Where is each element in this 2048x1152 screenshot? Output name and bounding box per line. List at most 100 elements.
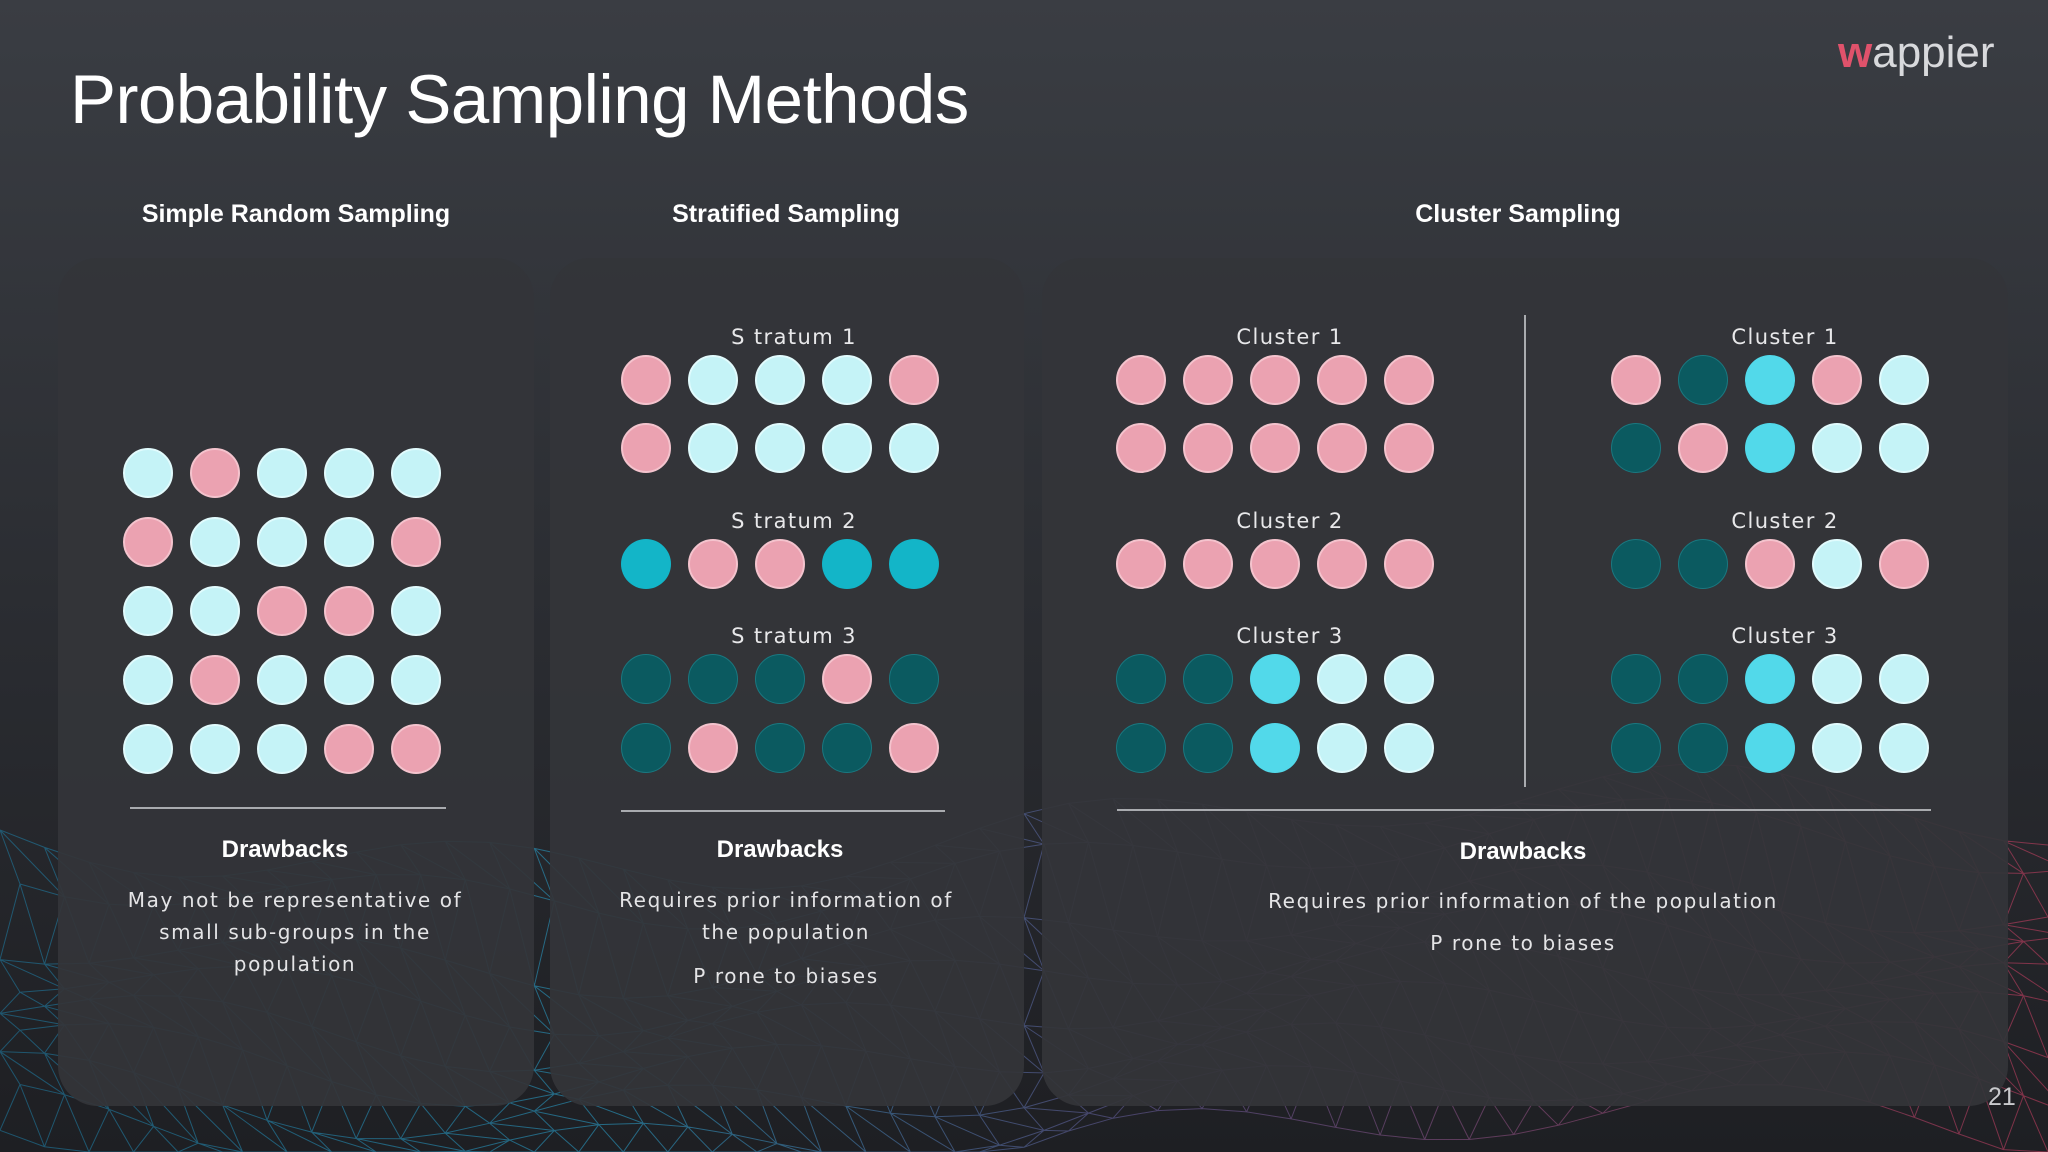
dark-teal-dot xyxy=(1611,654,1661,704)
light-cyan-dot xyxy=(391,586,441,636)
pink-dot xyxy=(755,539,805,589)
pink-dot xyxy=(1317,355,1367,405)
pink-dot xyxy=(688,539,738,589)
pink-dot xyxy=(1745,539,1795,589)
light-cyan-dot xyxy=(1812,654,1862,704)
pink-dot xyxy=(889,355,939,405)
light-cyan-dot xyxy=(1812,423,1862,473)
light-cyan-dot xyxy=(889,423,939,473)
light-cyan-dot xyxy=(1317,723,1367,773)
dark-teal-dot xyxy=(889,654,939,704)
light-cyan-dot xyxy=(1879,723,1929,773)
pink-dot xyxy=(889,723,939,773)
bright-cyan-dot xyxy=(1250,723,1300,773)
light-cyan-dot xyxy=(257,448,307,498)
drawbacks-title: Drawbacks xyxy=(716,836,844,863)
pink-dot xyxy=(688,723,738,773)
dark-teal-dot xyxy=(1183,654,1233,704)
pink-dot xyxy=(1250,423,1300,473)
drawbacks-title: Drawbacks xyxy=(1459,838,1587,865)
pink-dot xyxy=(1116,423,1166,473)
light-cyan-dot xyxy=(257,655,307,705)
light-cyan-dot xyxy=(822,355,872,405)
light-cyan-dot xyxy=(324,517,374,567)
group-label: Cluster 3 xyxy=(1236,624,1344,648)
pink-dot xyxy=(324,586,374,636)
light-cyan-dot xyxy=(755,355,805,405)
drawback-text: Requires prior information of the popula… xyxy=(619,888,953,944)
light-cyan-dot xyxy=(1317,654,1367,704)
light-cyan-dot xyxy=(190,517,240,567)
light-cyan-dot xyxy=(1812,539,1862,589)
divider xyxy=(130,807,446,809)
pink-dot xyxy=(1317,423,1367,473)
pink-dot xyxy=(1678,423,1728,473)
pink-dot xyxy=(1384,423,1434,473)
dark-teal-dot xyxy=(621,654,671,704)
light-cyan-dot xyxy=(1879,423,1929,473)
group-label: S tratum 2 xyxy=(731,509,857,533)
dark-teal-dot xyxy=(1116,654,1166,704)
pink-dot xyxy=(1384,539,1434,589)
pink-dot xyxy=(1250,355,1300,405)
light-cyan-dot xyxy=(391,448,441,498)
dark-teal-dot xyxy=(1678,355,1728,405)
wappier-logo: wappier xyxy=(1838,28,1995,77)
light-cyan-dot xyxy=(1879,654,1929,704)
pink-dot xyxy=(1116,539,1166,589)
pink-dot xyxy=(1812,355,1862,405)
divider xyxy=(621,810,945,812)
pink-dot xyxy=(1879,539,1929,589)
light-cyan-dot xyxy=(324,655,374,705)
heading-cluster: Cluster Sampling xyxy=(1415,200,1621,228)
pink-dot xyxy=(123,517,173,567)
heading-simple-random: Simple Random Sampling xyxy=(141,200,451,228)
pink-dot xyxy=(1183,423,1233,473)
light-cyan-dot xyxy=(1812,723,1862,773)
light-cyan-dot xyxy=(257,517,307,567)
pink-dot xyxy=(1317,539,1367,589)
pink-dot xyxy=(1116,355,1166,405)
dark-teal-dot xyxy=(621,723,671,773)
pink-dot xyxy=(1384,355,1434,405)
light-cyan-dot xyxy=(257,724,307,774)
page-number: 21 xyxy=(1988,1083,2016,1111)
heading-stratified: Stratified Sampling xyxy=(672,200,900,228)
pink-dot xyxy=(190,448,240,498)
pink-dot xyxy=(391,724,441,774)
dark-teal-dot xyxy=(1678,723,1728,773)
pink-dot xyxy=(621,423,671,473)
dark-teal-dot xyxy=(1611,423,1661,473)
pink-dot xyxy=(324,724,374,774)
drawback-text: P rone to biases xyxy=(693,964,879,988)
bright-cyan-dot xyxy=(1745,723,1795,773)
pink-dot xyxy=(1611,355,1661,405)
cluster-vertical-divider xyxy=(1524,315,1526,787)
cyan-dot xyxy=(889,539,939,589)
drawback-text: May not be representative of small sub-g… xyxy=(127,888,463,976)
dark-teal-dot xyxy=(688,654,738,704)
light-cyan-dot xyxy=(1384,654,1434,704)
group-label: Cluster 2 xyxy=(1731,509,1839,533)
dark-teal-dot xyxy=(1183,723,1233,773)
group-label: Cluster 2 xyxy=(1236,509,1344,533)
pink-dot xyxy=(1183,539,1233,589)
drawback-text: P rone to biases xyxy=(1430,931,1616,955)
bright-cyan-dot xyxy=(1745,355,1795,405)
group-label: S tratum 1 xyxy=(731,325,857,349)
pink-dot xyxy=(621,355,671,405)
group-label: Cluster 3 xyxy=(1731,624,1839,648)
dark-teal-dot xyxy=(1611,539,1661,589)
pink-dot xyxy=(190,655,240,705)
light-cyan-dot xyxy=(688,355,738,405)
pink-dot xyxy=(822,654,872,704)
pink-dot xyxy=(257,586,307,636)
dark-teal-dot xyxy=(1611,723,1661,773)
cyan-dot xyxy=(621,539,671,589)
light-cyan-dot xyxy=(755,423,805,473)
pink-dot xyxy=(1183,355,1233,405)
drawbacks-title: Drawbacks xyxy=(221,836,349,863)
light-cyan-dot xyxy=(688,423,738,473)
light-cyan-dot xyxy=(190,586,240,636)
pink-dot xyxy=(391,517,441,567)
